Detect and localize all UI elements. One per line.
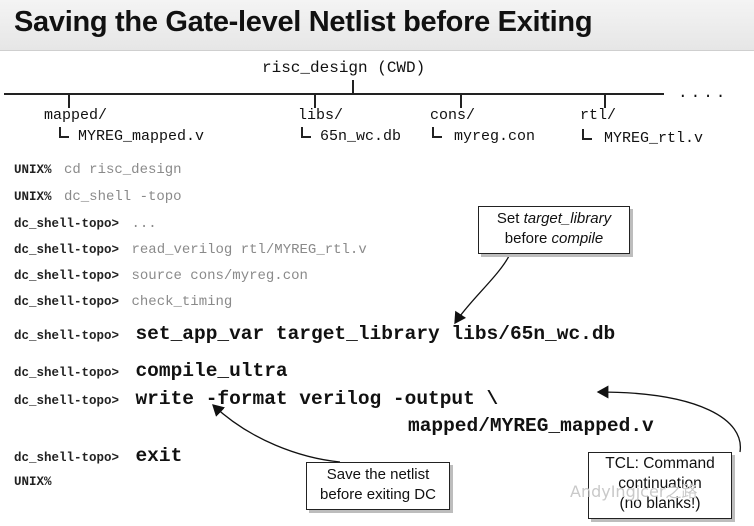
dir-libs: libs/ [298,107,344,124]
tree-root-connector [352,80,354,94]
callout-set-target-library: Set target_library before compile [478,206,630,254]
callout-line: Set target_library [496,210,612,227]
command-text: ... [131,216,157,232]
watermark-text: AndyIngjcer之路 [570,482,698,501]
tree-connector-cons [460,94,462,108]
slide-title: Saving the Gate-level Netlist before Exi… [14,6,593,38]
shell-prompt: UNIX% [14,163,52,177]
command-text-highlight: exit [135,445,183,467]
tree-elbow-libs [301,127,311,138]
dir-mapped: mapped/ [44,107,108,124]
arrow-tcl-continuation [596,385,741,453]
command-line: dc_shell-topo> check_timing [14,292,232,314]
shell-prompt: UNIX% [14,475,52,489]
command-text: dc_shell -topo [63,189,182,205]
tree-more-dirs: .... [678,84,729,102]
tree-elbow-cons [432,127,442,138]
command-line: dc_shell-topo> compile_ultra [14,360,288,382]
command-text: read_verilog rtl/MYREG_rtl.v [131,242,367,258]
command-text-highlight: set_app_var target_library libs/65n_wc.d… [135,323,616,345]
shell-prompt: dc_shell-topo> [14,295,120,309]
command-line: dc_shell-topo> source cons/myreg.con [14,266,308,288]
command-continuation: mapped/MYREG_mapped.v [408,415,654,437]
arrow-save-netlist [212,404,341,463]
callout-tcl-continuation: TCL: Command continuation (no blanks!) [588,452,732,519]
shell-prompt: dc_shell-topo> [14,394,120,408]
command-text: check_timing [131,294,233,310]
dir-cons: cons/ [430,107,476,124]
command-text-highlight: compile_ultra [135,360,288,382]
tree-root-label: risc_design (CWD) [262,59,426,77]
command-line: UNIX% cd risc_design [14,160,182,182]
command-text: cd risc_design [63,162,182,178]
file-libs: 65n_wc.db [320,128,402,145]
command-line: dc_shell-topo> exit [14,445,182,467]
shell-prompt: dc_shell-topo> [14,269,120,283]
shell-prompt: dc_shell-topo> [14,243,120,257]
file-rtl: MYREG_rtl.v [604,130,704,147]
file-mapped: MYREG_mapped.v [78,128,205,145]
tree-connector-rtl [604,94,606,108]
shell-prompt: dc_shell-topo> [14,329,120,343]
command-text-highlight: write -format verilog -output \ [135,388,499,410]
shell-prompt: UNIX% [14,190,52,204]
command-line: dc_shell-topo> ... [14,214,157,236]
shell-prompt: dc_shell-topo> [14,366,120,380]
arrow-target-library [454,253,511,325]
command-line: dc_shell-topo> read_verilog rtl/MYREG_rt… [14,240,367,262]
command-line: UNIX% dc_shell -topo [14,187,182,209]
shell-prompt: dc_shell-topo> [14,451,120,465]
command-line: UNIX% [14,472,52,494]
tree-connector-mapped [68,94,70,108]
tree-connector-libs [314,94,316,108]
command-line: dc_shell-topo> write -format verilog -ou… [14,388,498,410]
callout-line: before compile [504,230,604,247]
dir-rtl: rtl/ [580,107,617,124]
shell-prompt: dc_shell-topo> [14,217,120,231]
file-cons: myreg.con [454,128,536,145]
title-bar: Saving the Gate-level Netlist before Exi… [0,0,754,51]
tree-branch-line [4,93,664,95]
command-line: dc_shell-topo> set_app_var target_librar… [14,323,615,345]
command-text: source cons/myreg.con [131,268,308,284]
callout-save-netlist: Save the netlist before exiting DC [306,462,450,510]
tree-elbow-rtl [582,129,592,140]
tree-elbow-mapped [59,127,69,138]
